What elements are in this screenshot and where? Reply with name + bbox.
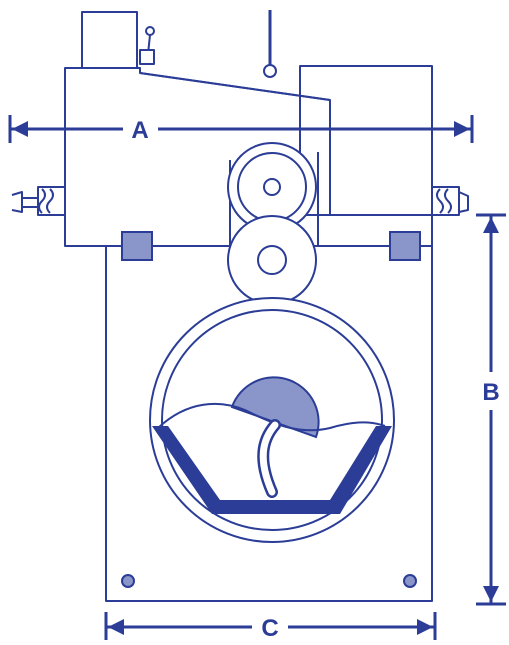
- paddle-disc: [230, 376, 320, 439]
- right-side-connector: [431, 186, 469, 216]
- right-foot-dot: [403, 574, 417, 588]
- left-side-connector: [11, 186, 66, 216]
- drum-contents: [152, 376, 392, 514]
- dimension-a: [8, 115, 474, 143]
- dimension-c: [104, 612, 437, 640]
- motor-lever: [139, 26, 155, 65]
- left-mount-block: [121, 231, 153, 261]
- dimension-c-label: C: [261, 615, 278, 642]
- dimension-b-label: B: [482, 379, 499, 406]
- lower-roller: [227, 215, 317, 305]
- right-mount-block: [389, 231, 421, 261]
- motor-housing: [81, 11, 138, 75]
- dimension-a-label: A: [131, 117, 148, 144]
- dimension-b: [476, 213, 506, 606]
- upper-body-right: [299, 65, 433, 216]
- top-handle: [263, 10, 277, 78]
- left-foot-dot: [121, 574, 135, 588]
- trough: [152, 426, 392, 514]
